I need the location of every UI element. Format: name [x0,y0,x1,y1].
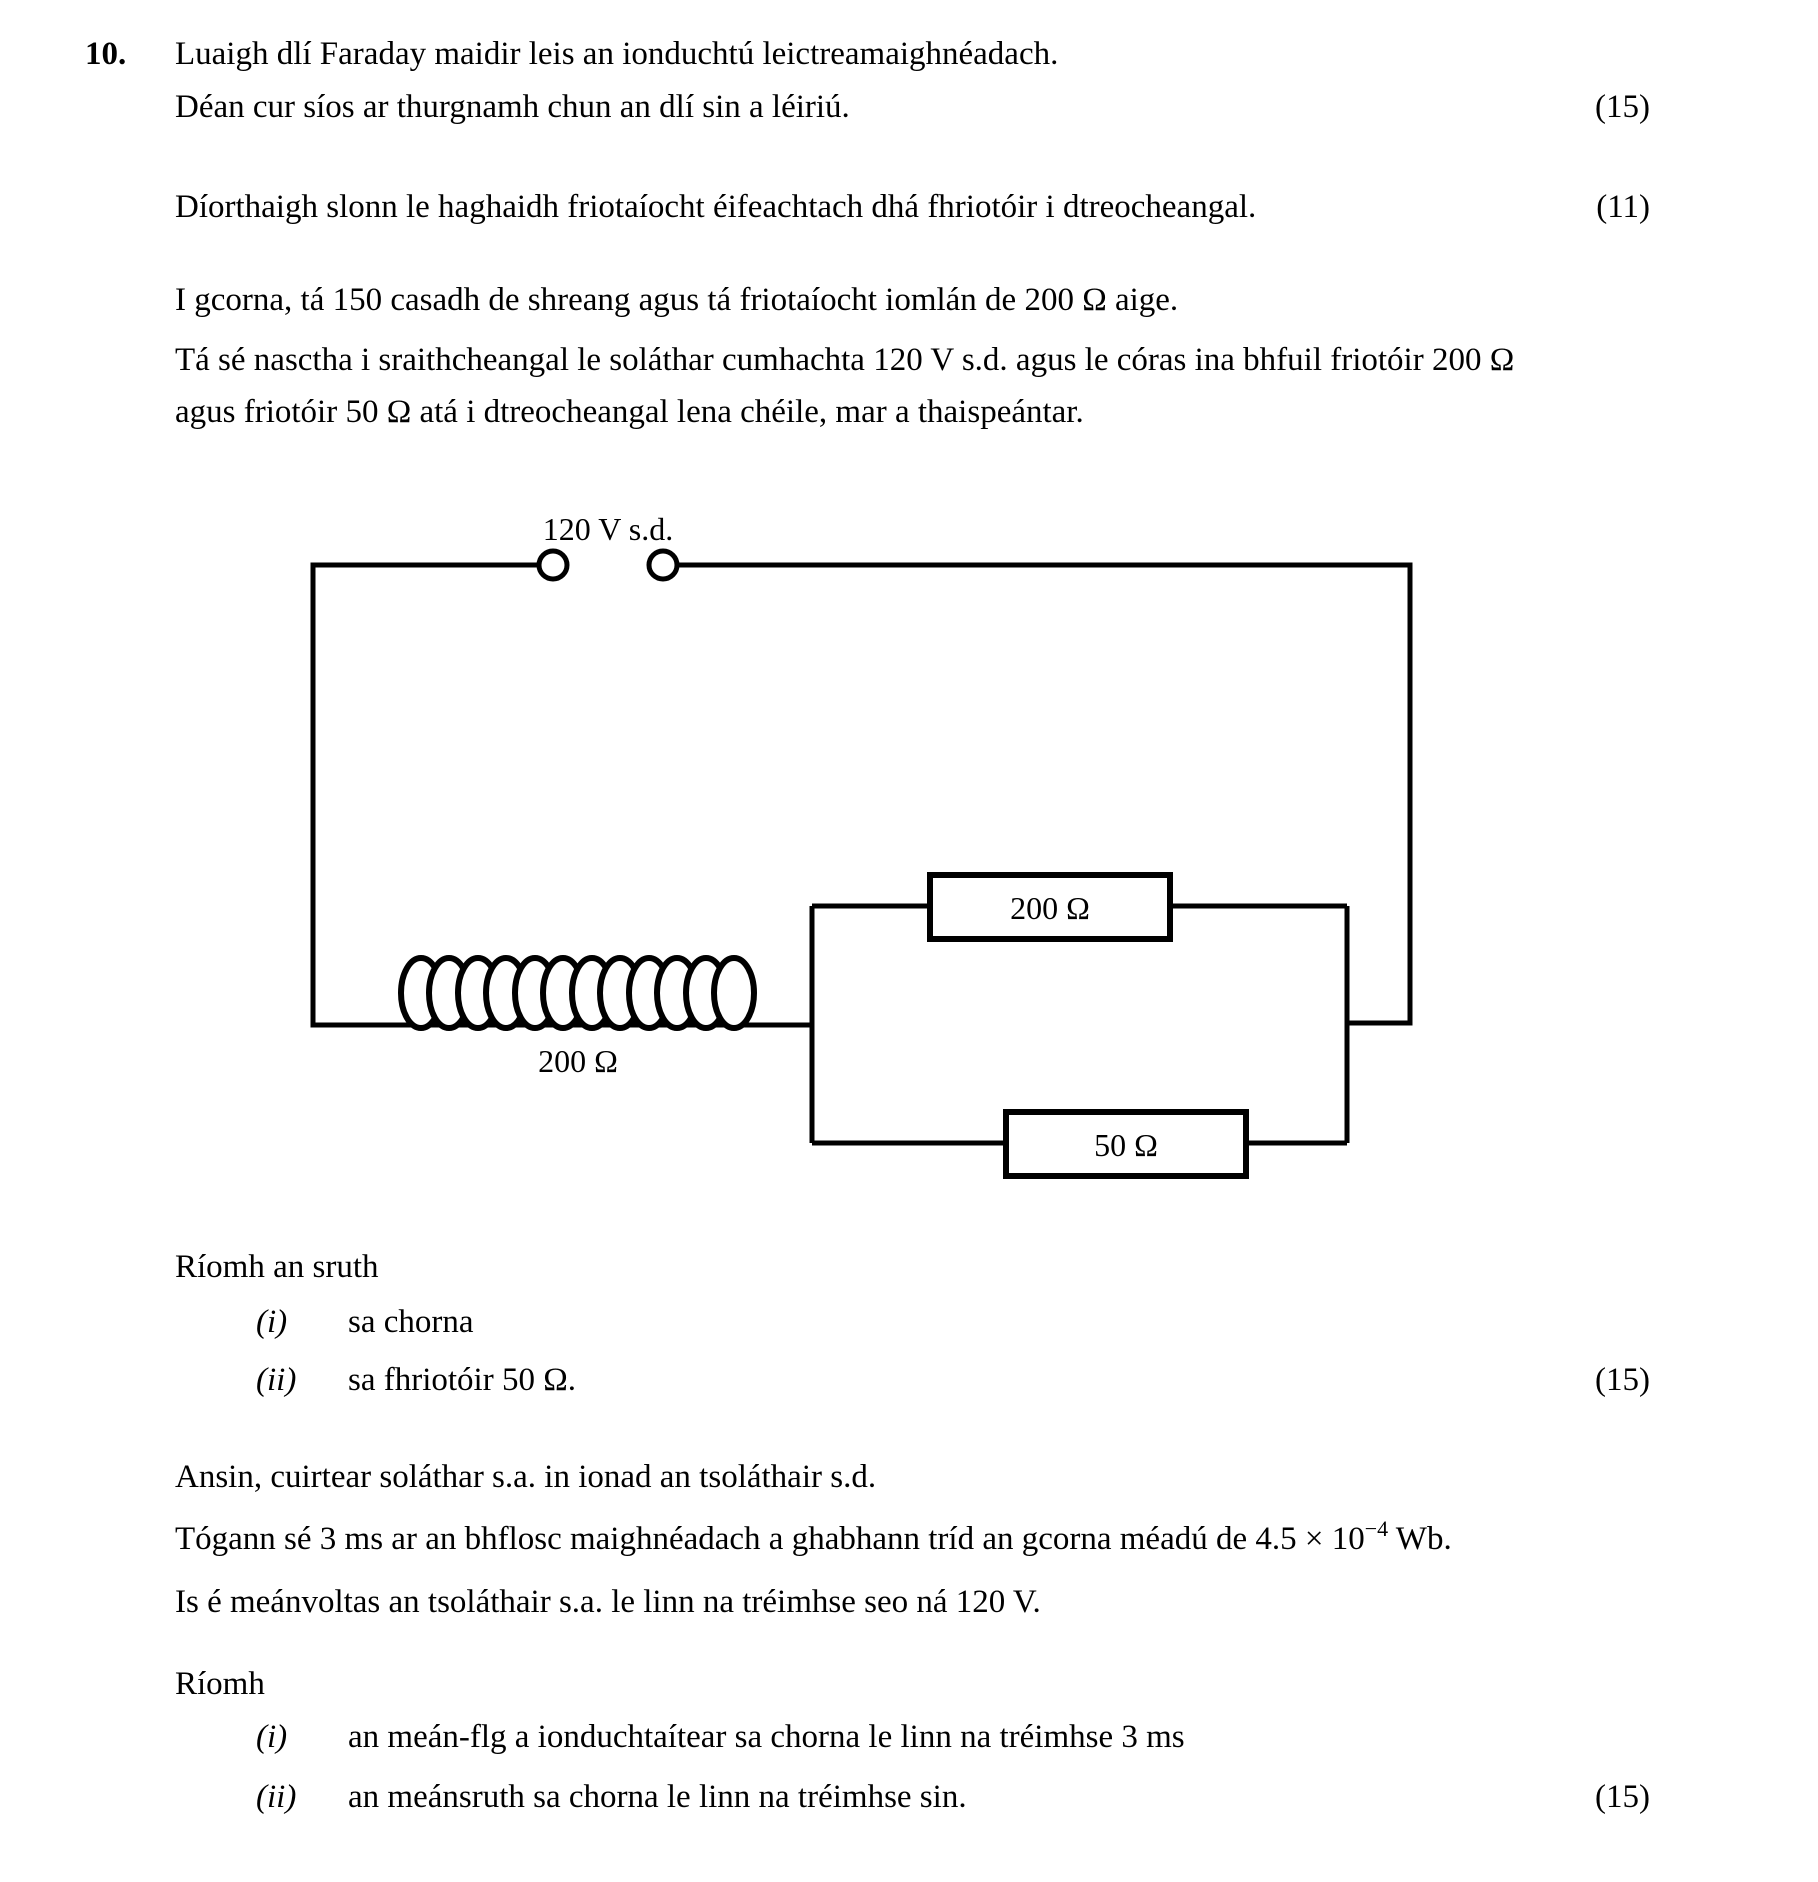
calc2-heading: Ríomh [175,1666,265,1702]
calc1-item2-text: sa fhriotóir 50 Ω. [348,1362,576,1398]
calc1-item2-marker: (ii) [256,1362,297,1398]
marks-badge-intro: (15) [1595,89,1650,125]
calc2-item2-marker: (ii) [256,1779,297,1815]
coil-label: 200 Ω [538,1043,618,1079]
question-intro-line-1: Luaigh dlí Faraday maidir leis an ionduc… [175,36,1059,72]
supply-terminal-left-icon [536,548,570,582]
calc2-item2-text: an meánsruth sa chorna le linn na tréimh… [348,1779,967,1815]
calc1-item1-marker: (i) [256,1304,288,1340]
question-number: 10. [85,36,127,72]
inductor-coil-icon [398,955,757,1031]
paragraph1-line-2: Tá sé nasctha i sraithcheangal le soláth… [175,342,1515,378]
supply-label: 120 V s.d. [543,511,673,547]
calc1-item1-text: sa chorna [348,1304,474,1340]
marks-badge-calc1: (15) [1595,1362,1650,1398]
question-intro-line-2: Déan cur síos ar thurgnamh chun an dlí s… [175,89,850,125]
marks-badge-calc2: (15) [1595,1779,1650,1815]
paragraph1-line-1: I gcorna, tá 150 casadh de shreang agus … [175,282,1179,318]
calc2-item1-text: an meán-flg a ionduchtaítear sa chorna l… [348,1719,1185,1755]
marks-badge-derive: (11) [1596,189,1650,225]
calc1-heading: Ríomh an sruth [175,1249,379,1285]
paragraph2-line-2-suffix: Wb. [1388,1521,1452,1557]
paragraph2-line-3: Is é meánvoltas an tsoláthair s.a. le li… [175,1584,1041,1620]
paragraph2-line-1: Ansin, cuirtear soláthar s.a. in ionad a… [175,1459,877,1495]
resistor-50-box [1003,1109,1249,1179]
paragraph2-line-2: Tógann sé 3 ms ar an bhflosc maighnéadac… [175,1516,1452,1563]
paragraph2-line-2-prefix: Tógann sé 3 ms ar an bhflosc maighnéadac… [175,1521,1365,1557]
supply-terminal-right-icon [646,548,680,582]
question-derive-line: Díorthaigh slonn le haghaidh friotaíocht… [175,189,1257,225]
paragraph1-line-3: agus friotóir 50 Ω atá i dtreocheangal l… [175,394,1084,430]
circuit-wire-top-right [677,562,1413,1026]
resistor-200-box [927,872,1173,942]
calc2-item1-marker: (i) [256,1719,288,1755]
resistor-200-label: 200 Ω [1010,890,1090,926]
paragraph2-line-2-superscript: −4 [1364,1516,1389,1541]
resistor-50-label: 50 Ω [1094,1127,1158,1163]
